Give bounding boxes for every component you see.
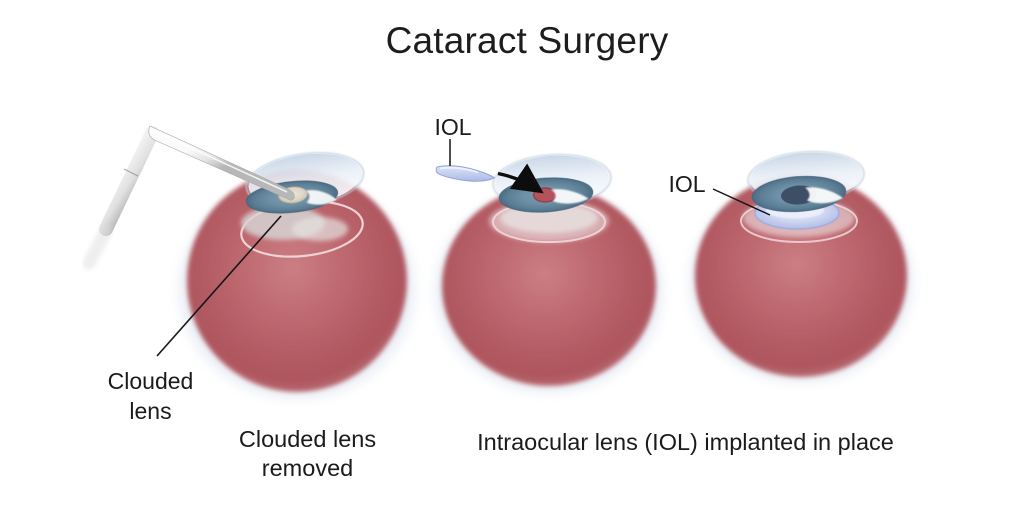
label-iol-insertion: IOL bbox=[434, 114, 472, 140]
black-arrow-icon bbox=[497, 163, 544, 194]
pointer-line-iol-implanted bbox=[712, 188, 771, 216]
phaco-probe-shine bbox=[153, 130, 288, 193]
phaco-probe-handle bbox=[99, 126, 159, 236]
caption-clouded-lens-removed: Clouded lens removed bbox=[238, 426, 377, 481]
label-iol-implanted: IOL bbox=[668, 171, 706, 197]
crescent-lens-icon bbox=[435, 165, 496, 182]
crescent-lens-highlight bbox=[439, 166, 479, 174]
eye-iol-implanted-illustration bbox=[688, 150, 914, 384]
phaco-probe-joint bbox=[123, 168, 139, 177]
iris-highlight bbox=[551, 189, 589, 204]
eye-iol-insertion-illustration bbox=[434, 139, 664, 394]
pointer-line-clouded-lens bbox=[156, 215, 282, 357]
page-title: Cataract Surgery bbox=[385, 20, 669, 61]
eye-clouded-removal-illustration bbox=[82, 125, 416, 400]
iris-highlight bbox=[805, 187, 843, 204]
iris-highlight bbox=[306, 190, 337, 205]
eyeball-body bbox=[442, 186, 656, 386]
label-clouded-lens: Clouded lens bbox=[107, 368, 194, 424]
phaco-probe-handle-fade bbox=[82, 224, 113, 270]
clouded-capsule-area bbox=[292, 217, 348, 241]
caption-iol-implanted: Intraocular lens (IOL) implanted in plac… bbox=[477, 429, 894, 455]
